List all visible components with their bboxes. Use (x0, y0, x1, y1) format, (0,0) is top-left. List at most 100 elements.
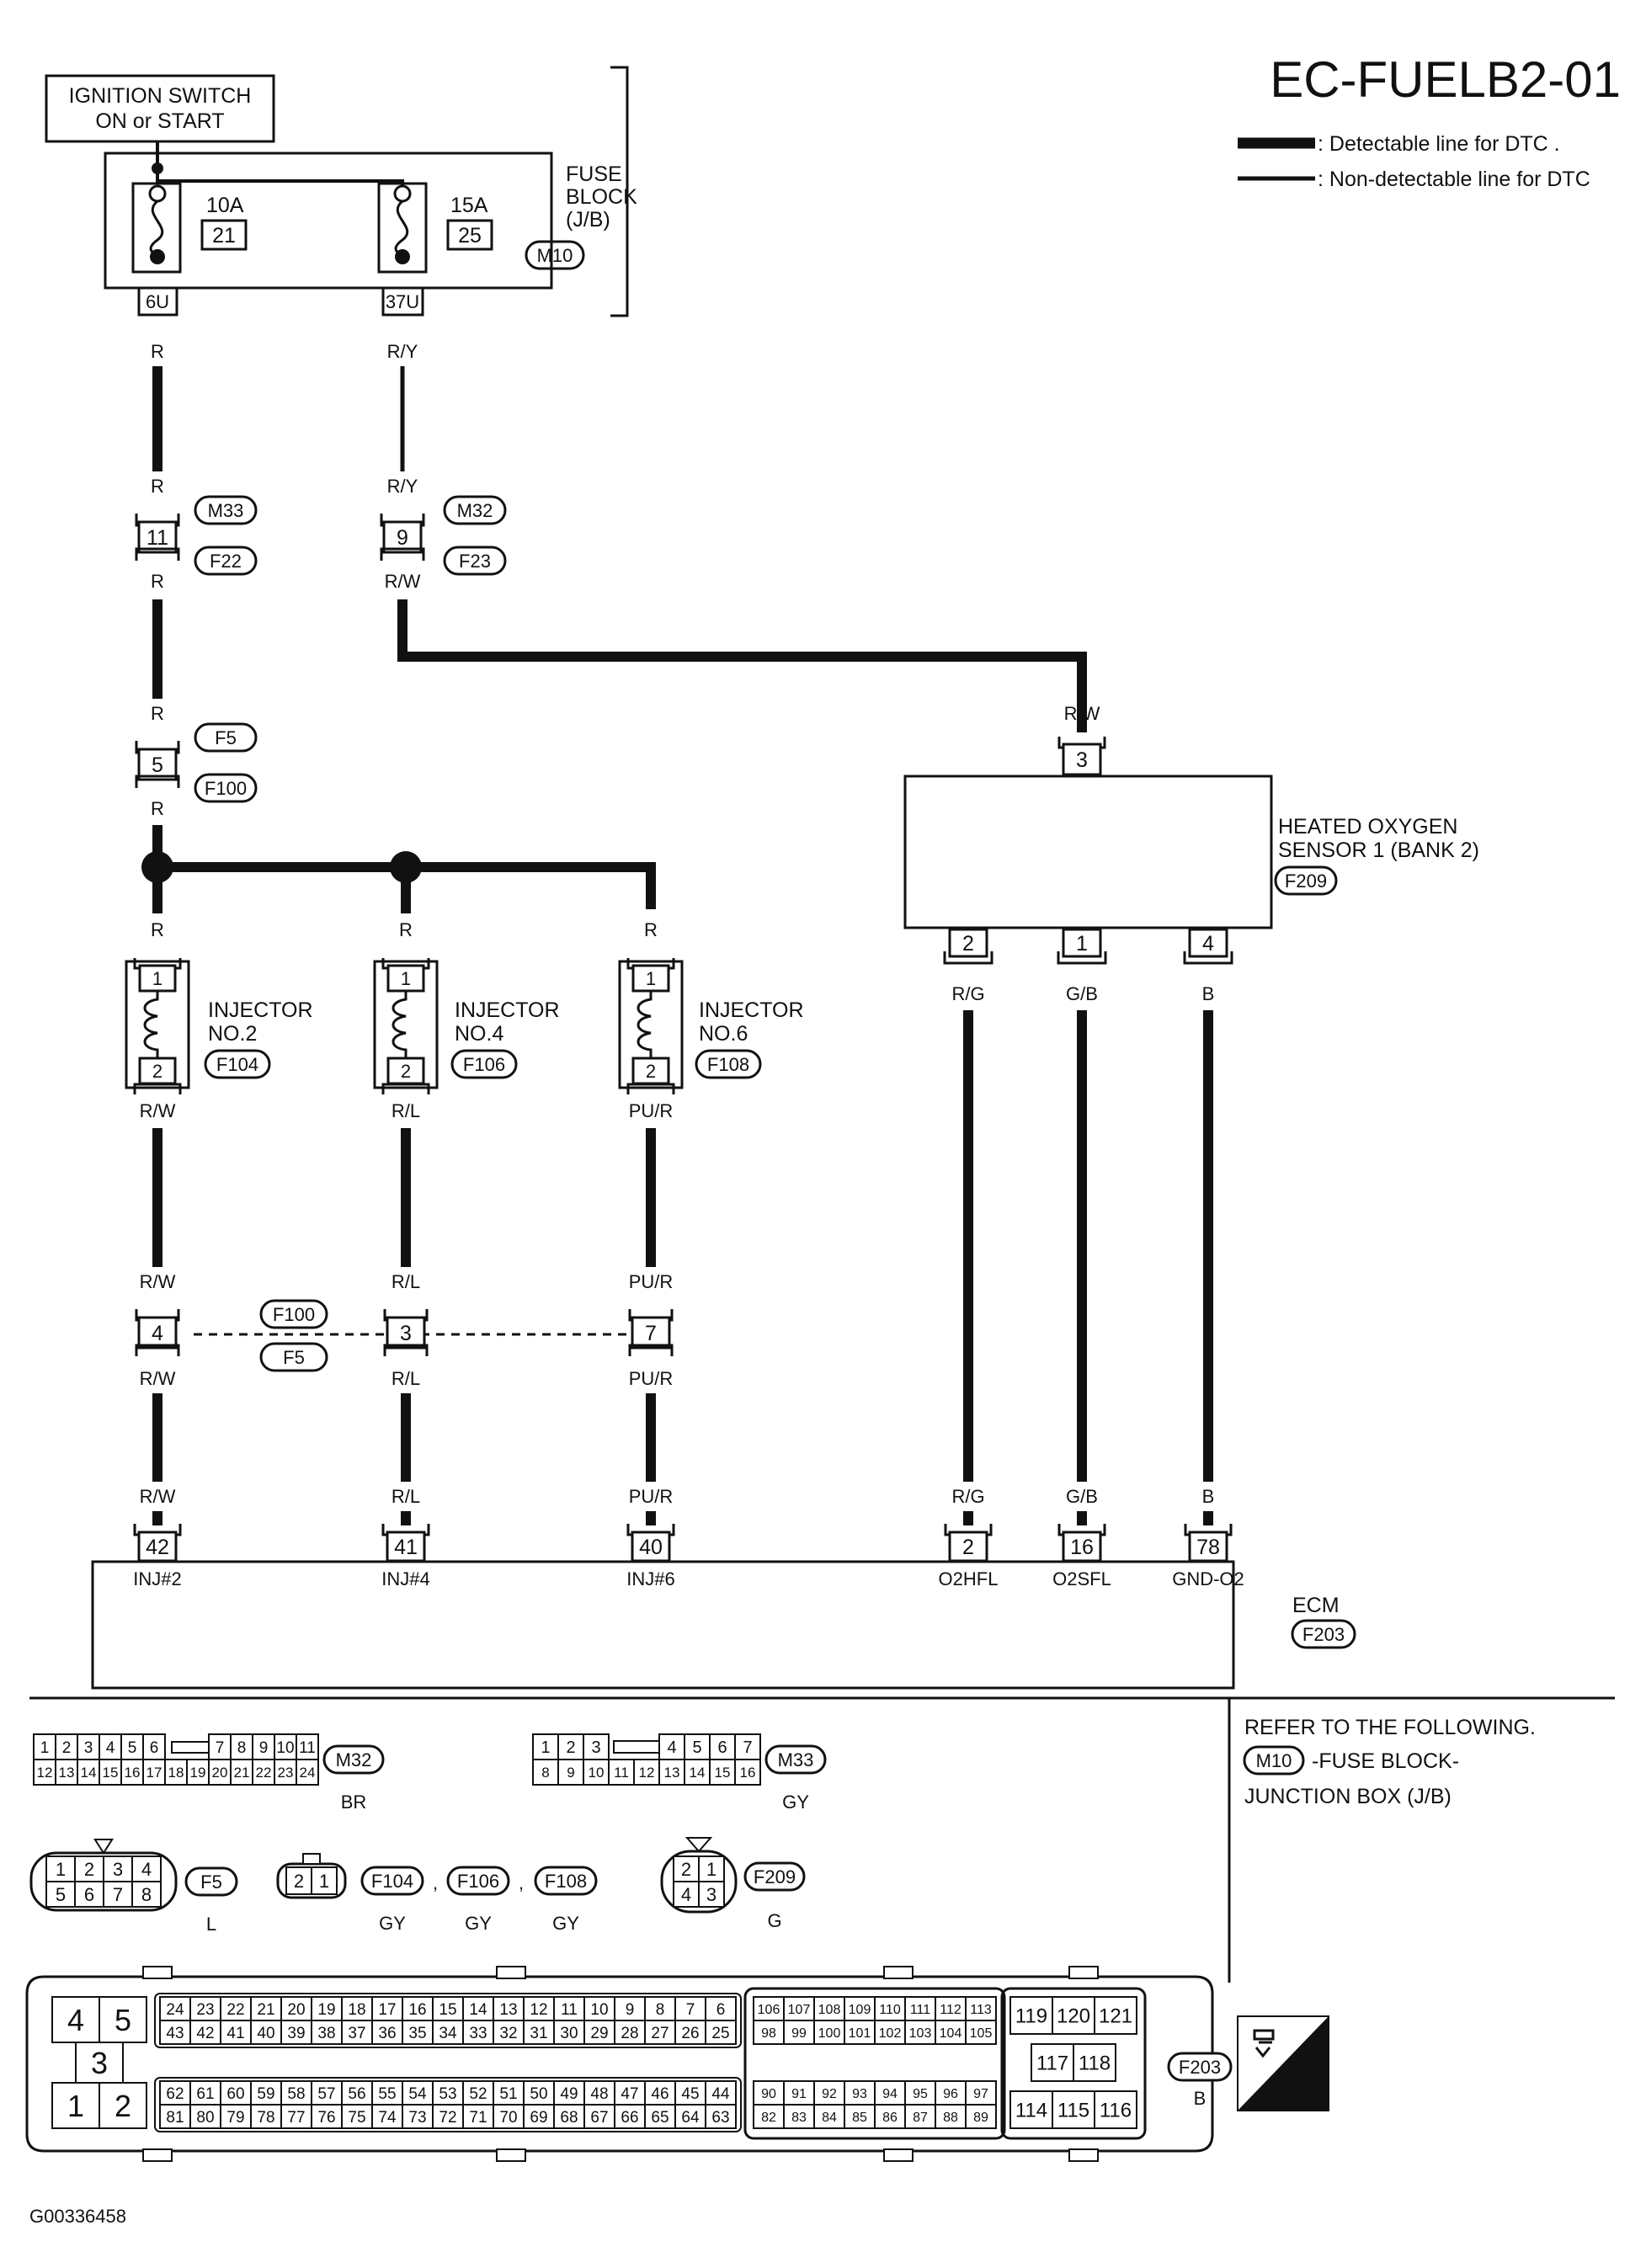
m33-view-pin-9: 9 (567, 1765, 574, 1781)
inj-view-color-3: GY (552, 1913, 579, 1934)
hand-icon (1253, 2029, 1275, 2058)
m33-view-pin-15: 15 (715, 1765, 731, 1781)
ecm-view-pin-110: 110 (879, 2003, 901, 2017)
ecm-view-pin-64-cell (674, 2104, 706, 2129)
fuse-block-label-3: (J/B) (566, 208, 610, 232)
m32-view-pin-15: 15 (103, 1765, 119, 1781)
ecm-view-pin-24-cell (159, 1996, 191, 2021)
m32-view-pin-9: 9 (259, 1739, 269, 1757)
ecm-view-top-tab-1 (142, 1966, 173, 1979)
wire-label-37u: R/Y (387, 341, 418, 362)
f100-id: F100 (205, 778, 247, 799)
ecm-view-pin-52: 52 (469, 2085, 487, 2103)
o2-sensor-id-badge (1274, 865, 1338, 896)
ecm-pin-41-box (386, 1531, 426, 1563)
m33-view-pin-3: 3 (591, 1738, 600, 1757)
m32-view-pin-17-cell (142, 1759, 166, 1786)
o2-pin-2-wire: R/G (951, 983, 984, 1004)
mid-f100-id-badge (259, 1299, 328, 1329)
wire-r-injector-bus (157, 862, 656, 909)
legend-detectable-label: : Detectable line for DTC . (1318, 132, 1560, 156)
ecm-view-pin-88: 88 (943, 2111, 958, 2125)
o2-in-pin: 3 (1076, 748, 1088, 772)
m33-view-pin-8-cell (532, 1759, 559, 1786)
mid-pin-7-bracket-bottom (628, 1344, 674, 1356)
ecm-view-pin-72: 72 (439, 2109, 456, 2127)
injector-2-number: NO.2 (208, 1022, 257, 1046)
fuse-block-bracket (610, 66, 629, 317)
injector-6-pin2: 2 (646, 1061, 656, 1082)
ecm-view-block-a-lower (154, 2077, 742, 2132)
f5-view-id-badge (184, 1866, 238, 1897)
ecm-view-pin-84: 84 (822, 2111, 837, 2125)
ecm-view-pin-2-cell (99, 2082, 147, 2129)
f209-view-pin-4-cell (673, 1881, 700, 1908)
ecm-view-pin-21-cell (250, 1996, 282, 2021)
ecm-view-pin-29: 29 (590, 2025, 608, 2042)
terminal-6u-label: 6U (146, 291, 169, 312)
m32-view-pin-22: 22 (256, 1765, 272, 1781)
m32-view-pin-6: 6 (150, 1739, 159, 1757)
o2-pin-1: 1 (1076, 932, 1088, 956)
m32-view-pin-11-cell (296, 1733, 319, 1760)
m33-id: M33 (208, 500, 244, 521)
ecm-view-pin-87: 87 (913, 2111, 928, 2125)
injector-2-pin2: 2 (152, 1061, 162, 1082)
ecm-view-pin-6-cell (705, 1996, 737, 2021)
m32-view-pin-20-cell (208, 1759, 232, 1786)
ecm-view-pin-62: 62 (166, 2085, 184, 2103)
ecm-view-top-tab-3 (883, 1966, 914, 1979)
f5-view-id: F5 (200, 1871, 222, 1893)
inj-view-id-3: F108 (545, 1871, 587, 1892)
ecm-view-pin-84-cell (813, 2104, 845, 2129)
mid-pin-4: 4 (152, 1322, 163, 1345)
wire-rw-to-o2-sensor (397, 599, 1087, 732)
ecm-view-pin-34-cell (432, 2020, 464, 2045)
ecm-view-pin-101-cell (844, 2020, 876, 2045)
ecm-pin-16-box (1062, 1531, 1102, 1563)
ecm-view-pin-37: 37 (348, 2025, 365, 2042)
inj-view-id-1-badge (360, 1866, 424, 1896)
ecm-view-pin-19: 19 (317, 2001, 335, 2019)
inj-view-id-1: F104 (371, 1871, 413, 1892)
m33-view-pin-1: 1 (541, 1738, 550, 1757)
ignition-switch-box (45, 74, 275, 143)
ecm-view-pin-83-cell (783, 2104, 815, 2129)
ecm-view-pin-44: 44 (711, 2085, 730, 2103)
ecm-gnd-wire: B (1202, 1486, 1215, 1507)
ecm-view-pin-103: 103 (909, 2026, 932, 2041)
injector-2-pin1: 1 (152, 968, 162, 989)
ecm-inj2-label: INJ#2 (133, 1568, 181, 1589)
ecm-o2hfl-wire: R/G (951, 1486, 984, 1507)
m33-view-pin-6: 6 (717, 1738, 727, 1757)
ecm-view-pin-49: 49 (560, 2085, 578, 2103)
ecm-view-pin-32: 32 (499, 2025, 517, 2042)
ecm-inj4-label: INJ#4 (381, 1568, 429, 1589)
ecm-view-pin-67: 67 (590, 2109, 608, 2127)
m32-id-badge (443, 495, 507, 525)
fuse-block-box (104, 152, 553, 290)
ecm-view-pin-114: 114 (1015, 2100, 1047, 2122)
heated-oxygen-sensor: R/W 3 HEATED OXYGEN SENSOR 1 (BANK 2) F2… (903, 703, 1479, 1004)
inj-view-color-2: GY (465, 1913, 492, 1934)
connector-f5-f100: R 5 F5 F100 R (135, 703, 258, 819)
fuse-21-number-box (200, 219, 248, 251)
ecm-view-pin-78: 78 (257, 2109, 274, 2127)
ecm-inj4-wire: R/L (392, 1486, 420, 1507)
o2-pin-4-box (1188, 928, 1228, 958)
f5-view-key (93, 1839, 115, 1855)
m32-view-pin-12-cell (33, 1759, 56, 1786)
inj-view-color-1: GY (379, 1913, 406, 1934)
f5-view-pin-4: 4 (141, 1859, 152, 1880)
ecm-view-pin-9: 9 (626, 2001, 635, 2019)
ecm-view-pin-105: 105 (970, 2026, 993, 2041)
fuse-25-number: 25 (458, 224, 482, 248)
connector-f100-f5: R/W R/L PU/R 4 3 7 F100 F5 R/W R/L PU/R (135, 1271, 674, 1389)
refer-junction-box: JUNCTION BOX (J/B) (1244, 1785, 1452, 1808)
ecm-view-pin-45: 45 (681, 2085, 699, 2103)
ecm-view-pin-64: 64 (681, 2109, 700, 2127)
ecm-view-pin-100-cell (813, 2020, 845, 2045)
ecm-view-pin-17: 17 (378, 2001, 396, 2019)
o2-pin-2-box (948, 928, 988, 958)
